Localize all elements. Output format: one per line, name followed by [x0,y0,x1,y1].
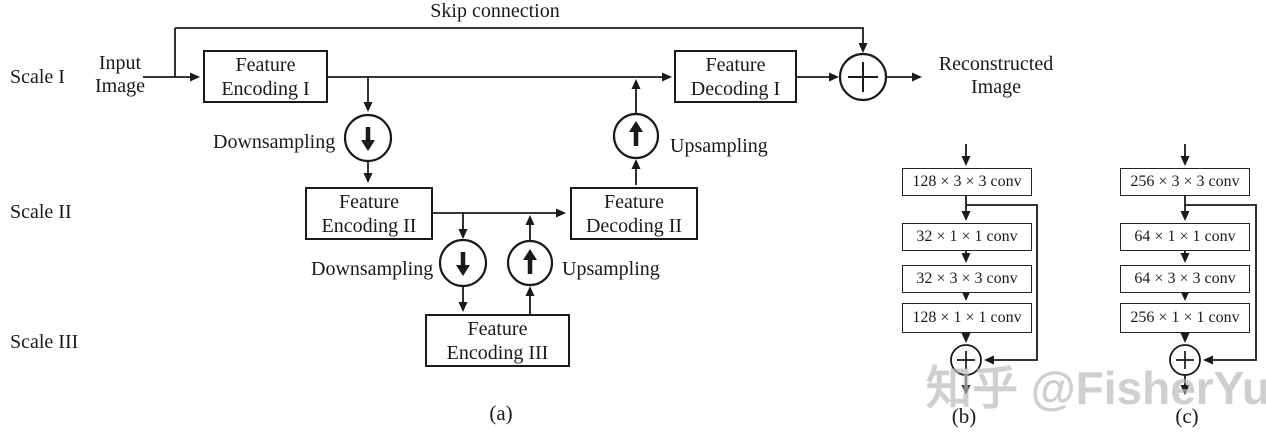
feature-decoding-2-box: Feature Decoding II [570,187,698,240]
conv-layer: 64 × 1 × 1 conv [1120,223,1250,251]
block-c-wires [1180,144,1257,395]
feature-encoding-2-line2: Encoding II [321,214,417,237]
upsample-icon [612,112,660,160]
input-image-label: Input Image [88,52,152,98]
feature-encoding-3-box: Feature Encoding III [425,314,570,367]
downsample-icon [438,238,488,288]
feature-encoding-1-box: Feature Encoding I [203,50,328,103]
reconstructed-line2: Image [971,76,1021,98]
reconstructed-image-label: Reconstructed Image [925,53,1067,99]
scale3-label: Scale III [10,331,79,353]
feature-encoding-3-line2: Encoding III [446,341,549,364]
zhihu-watermark: 知乎 @FisherYu [926,362,1266,414]
upsample-icon [506,239,554,287]
skip-connection-label: Skip connection [430,0,560,22]
scale2-wires [433,208,566,314]
sum-icon [838,52,888,102]
conv-layer: 64 × 3 × 3 conv [1120,265,1250,293]
caption-c: (c) [1175,404,1199,428]
sum-icon [1169,344,1201,376]
feature-encoding-1-line1: Feature [235,53,296,76]
conv-layer: 256 × 3 × 3 conv [1120,168,1250,196]
conv-layer: 128 × 1 × 1 conv [902,303,1032,333]
conv-layer: 256 × 1 × 1 conv [1120,303,1250,333]
conv-layer: 32 × 1 × 1 conv [902,223,1032,251]
scale2-label: Scale II [10,201,72,223]
input-image-line2: Image [95,75,145,97]
feature-decoding-2-line1: Feature [604,190,664,213]
reconstructed-line1: Reconstructed [938,53,1054,75]
feature-decoding-2-line2: Decoding II [585,214,683,237]
conv-layer: 32 × 3 × 3 conv [902,265,1032,293]
caption-a: (a) [489,401,513,425]
sum-icon [950,344,982,376]
downsampling-1-label: Downsampling [213,131,336,153]
feature-decoding-1-line2: Decoding I [690,77,781,100]
scale1-wires [143,27,922,185]
feature-decoding-1-line1: Feature [705,53,766,76]
feature-encoding-1-line2: Encoding I [221,77,310,100]
feature-decoding-1-box: Feature Decoding I [674,50,797,103]
upsampling-2-label: Upsampling [562,258,660,280]
input-image-line1: Input [98,52,142,74]
block-b-wires [961,144,1038,395]
upsampling-1-label: Upsampling [670,135,768,157]
downsample-icon [343,113,393,163]
downsampling-2-label: Downsampling [311,258,434,280]
caption-b: (b) [951,404,977,428]
scale1-label: Scale I [10,66,65,88]
feature-encoding-3-line1: Feature [467,317,528,340]
feature-encoding-2-line1: Feature [339,190,399,213]
feature-encoding-2-box: Feature Encoding II [305,187,433,240]
conv-layer: 128 × 3 × 3 conv [902,168,1032,196]
